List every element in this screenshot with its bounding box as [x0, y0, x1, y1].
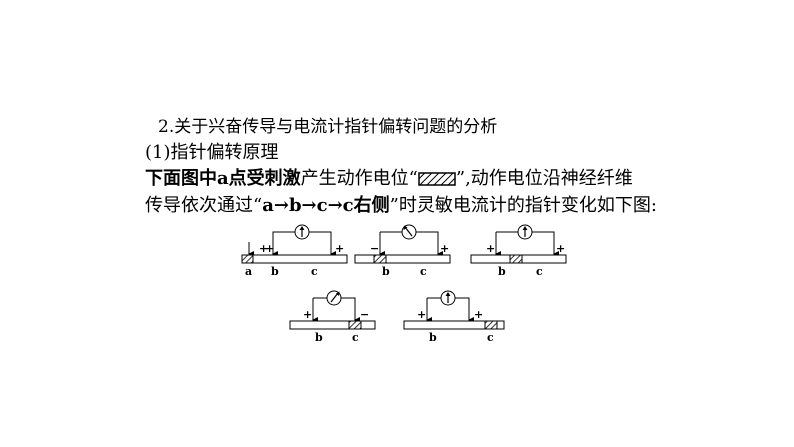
label-a: a	[245, 265, 252, 278]
left-sign: +	[486, 242, 495, 255]
diagram-4: + − b c	[289, 290, 376, 344]
right-sign: +	[474, 308, 483, 321]
nerve-fiber	[403, 320, 505, 330]
left-sign: −	[370, 242, 379, 255]
label-c: c	[420, 265, 427, 278]
paragraph-line-1: 下面图中a点受刺激产生动作电位“ ”,动作电位沿神经纤维	[145, 168, 633, 190]
action-potential-region	[348, 320, 362, 330]
diagram-2: − + b c	[354, 224, 451, 278]
needle-tip	[403, 225, 408, 230]
diagram-1: + + + a b c	[241, 224, 348, 278]
needle	[404, 226, 413, 237]
para-part2: a点受刺激	[217, 168, 301, 189]
action-potential-region	[484, 320, 498, 330]
needle-tip	[336, 291, 340, 296]
label-b: b	[271, 265, 279, 278]
wire	[380, 231, 443, 257]
right-sign: +	[556, 242, 565, 255]
right-sign: +	[335, 242, 344, 255]
nerve-fiber	[289, 320, 376, 330]
action-potential-region	[509, 254, 523, 264]
left-sign: +	[259, 242, 268, 255]
para-part4: ”,动作电位沿神经纤维	[455, 168, 633, 189]
para-line2-part1: 传导依次通过“	[145, 195, 263, 216]
label-b: b	[315, 331, 323, 344]
para-part3: 产生动作电位“	[300, 168, 418, 189]
nerve-fiber	[354, 254, 451, 264]
subheading: (1)指针偏转原理	[145, 142, 279, 164]
diagram-5: + + b c	[403, 290, 505, 344]
wire	[496, 231, 559, 257]
label-c: c	[536, 265, 543, 278]
left-sign-2: +	[265, 242, 274, 255]
left-sign: +	[303, 308, 312, 321]
needle-tip	[299, 226, 305, 230]
needle	[330, 292, 339, 303]
label-b: b	[429, 331, 437, 344]
action-potential-region	[241, 254, 254, 264]
nerve-fiber	[241, 254, 348, 264]
subheading-text: (1)指针偏转原理	[145, 142, 279, 163]
label-b: b	[382, 265, 390, 278]
label-b: b	[498, 265, 506, 278]
section-heading: 2.关于兴奋传导与电流计指针偏转问题的分析	[158, 116, 497, 138]
right-sign: +	[440, 242, 449, 255]
action-potential-region	[373, 254, 387, 264]
para-line2-part3: ”时灵敏电流计的指针变化如下图:	[389, 195, 657, 216]
right-sign: −	[360, 308, 369, 321]
heading-text: 2.关于兴奋传导与电流计指针偏转问题的分析	[158, 117, 498, 137]
left-sign: +	[417, 308, 426, 321]
diagram-3: + + b c	[470, 224, 567, 278]
paragraph-line-2: 传导依次通过“a→b→c→c右侧”时灵敏电流计的指针变化如下图:	[145, 195, 657, 217]
label-c: c	[487, 331, 494, 344]
para-part1: 下面图中	[145, 168, 217, 189]
needle-tip	[445, 292, 451, 296]
para-line2-part2: a→b→c→c右侧	[262, 195, 390, 216]
label-c: c	[311, 265, 318, 278]
hatched-rectangle-icon	[418, 172, 456, 186]
label-c: c	[352, 331, 359, 344]
needle-tip	[522, 226, 528, 230]
